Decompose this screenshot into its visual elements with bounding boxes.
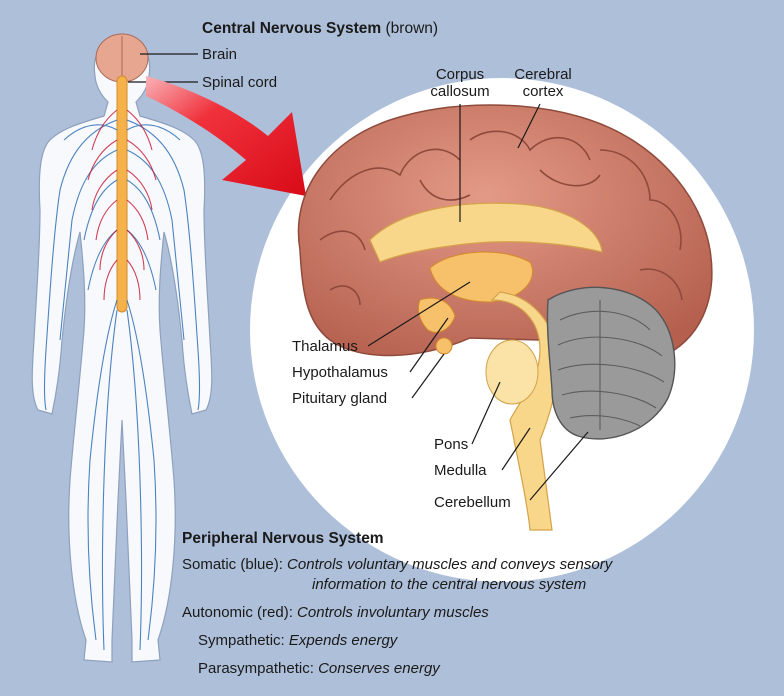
autonomic-nerves bbox=[87, 109, 157, 301]
brain-leaders bbox=[367, 103, 589, 501]
somatic-nerves bbox=[43, 119, 201, 651]
label-cerebral-cortex: Cerebral cortex bbox=[506, 66, 580, 100]
body-outline bbox=[31, 39, 213, 663]
parasympathetic-key: Parasympathetic: bbox=[198, 660, 314, 677]
pns-somatic-row: Somatic (blue): Controls voluntary muscl… bbox=[182, 556, 612, 573]
cerebellum bbox=[546, 286, 676, 440]
label-hypothalamus: Hypothalamus bbox=[292, 364, 388, 381]
pns-title: Peripheral Nervous System bbox=[182, 530, 384, 547]
somatic-desc-line1: Controls voluntary muscles and conveys s… bbox=[287, 556, 613, 573]
label-pons: Pons bbox=[434, 436, 469, 453]
thalamus-region bbox=[429, 251, 533, 303]
cns-title-text: Central Nervous System bbox=[202, 20, 382, 37]
label-cortex-line1: Cerebral bbox=[514, 66, 572, 83]
somatic-desc-line2: information to the central nervous syste… bbox=[312, 576, 587, 593]
label-corpus-line2: callosum bbox=[430, 83, 490, 100]
pns-sympathetic-row: Sympathetic: Expends energy bbox=[198, 632, 397, 649]
pons bbox=[485, 339, 539, 405]
sympathetic-desc: Expends energy bbox=[288, 632, 398, 649]
autonomic-desc: Controls involuntary muscles bbox=[297, 604, 489, 621]
label-corpus-callosum: Corpus callosum bbox=[420, 66, 500, 100]
pns-parasympathetic-row: Parasympathetic: Conserves energy bbox=[198, 660, 440, 677]
label-brain: Brain bbox=[202, 46, 238, 63]
parasympathetic-desc: Conserves energy bbox=[318, 660, 440, 677]
brain-sagittal bbox=[297, 104, 713, 531]
label-pituitary-gland: Pituitary gland bbox=[292, 390, 388, 407]
corpus-callosum bbox=[369, 202, 603, 263]
label-thalamus: Thalamus bbox=[292, 338, 358, 355]
pituitary bbox=[435, 337, 453, 355]
pns-autonomic-row: Autonomic (red): Controls involuntary mu… bbox=[182, 604, 489, 621]
cns-title: Central Nervous System (brown) bbox=[202, 20, 438, 37]
somatic-key: Somatic (blue): bbox=[182, 556, 283, 573]
cns-title-note: (brown) bbox=[385, 20, 439, 37]
body-figure bbox=[31, 33, 213, 663]
label-spinal-cord: Spinal cord bbox=[202, 74, 278, 91]
body-spinal-cord bbox=[116, 75, 128, 313]
label-cortex-line2: cortex bbox=[522, 83, 564, 100]
label-cerebellum: Cerebellum bbox=[434, 494, 511, 511]
label-corpus-line1: Corpus bbox=[435, 66, 485, 83]
label-medulla: Medulla bbox=[434, 462, 487, 479]
sympathetic-key: Sympathetic: bbox=[198, 632, 285, 649]
pointer-arrow bbox=[146, 76, 306, 196]
autonomic-key: Autonomic (red): bbox=[182, 604, 293, 621]
